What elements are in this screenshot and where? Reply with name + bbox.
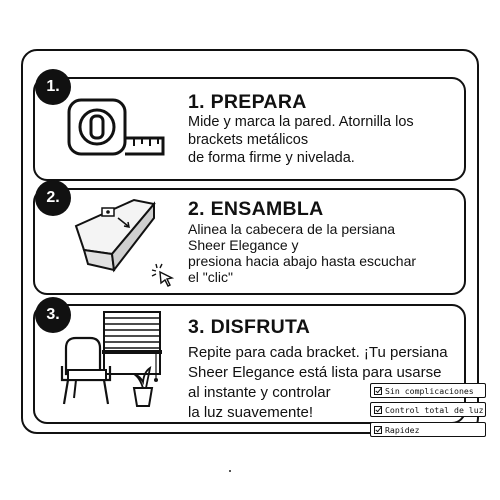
step-2-description: Alinea la cabecera de la persiana Sheer … bbox=[188, 221, 458, 285]
click-cursor-icon bbox=[151, 263, 175, 287]
step-1-title: 1. PREPARA bbox=[188, 91, 307, 113]
checkbox-checked-icon bbox=[374, 405, 382, 414]
step-3-line: la luz suavemente! bbox=[188, 404, 314, 421]
checklist-item: Control total de luz bbox=[370, 402, 486, 417]
step-3-line: al instante y controlar bbox=[188, 384, 331, 401]
step-3-title: 3. DISFRUTA bbox=[188, 316, 311, 338]
checklist-label: Sin complicaciones bbox=[385, 385, 474, 396]
step-1-line: Mide y marca la pared. Atornilla los bbox=[188, 114, 414, 130]
room-with-blind-icon bbox=[60, 311, 162, 407]
step-1-badge: 1. bbox=[35, 69, 71, 105]
bracket-headrail-icon bbox=[74, 198, 156, 273]
checkbox-checked-icon bbox=[374, 425, 382, 434]
step-1-line: de forma firme y nivelada. bbox=[188, 150, 355, 166]
step-2-badge: 2. bbox=[35, 180, 71, 216]
checkbox-checked-icon bbox=[374, 386, 382, 395]
step-2-line: presiona hacia abajo hasta escuchar bbox=[188, 253, 417, 269]
step-3-line: Sheer Elegance está lista para usarse bbox=[188, 364, 442, 381]
step-3-line: Repite para cada bracket. ¡Tu persiana bbox=[188, 344, 448, 361]
decorative-dot bbox=[229, 470, 231, 472]
step-3-description: Repite para cada bracket. ¡Tu persiana S… bbox=[188, 343, 473, 423]
step-2-line: Alinea la cabecera de la persiana bbox=[188, 221, 396, 237]
step-1-panel bbox=[33, 77, 466, 181]
checklist-label: Control total de luz bbox=[385, 404, 484, 415]
checklist-item: Rapidez bbox=[370, 422, 486, 437]
step-2-line: Sheer Elegance y bbox=[188, 237, 299, 253]
step-3-badge: 3. bbox=[35, 297, 71, 333]
checklist-label: Rapidez bbox=[385, 424, 420, 435]
step-2-title: 2. ENSAMBLA bbox=[188, 198, 324, 220]
step-1-line: brackets metálicos bbox=[188, 132, 309, 148]
measuring-tape-icon bbox=[67, 98, 165, 156]
step-2-line: el "clic" bbox=[188, 269, 233, 285]
step-1-description: Mide y marca la pared. Atornilla los bra… bbox=[188, 113, 458, 167]
checklist-item: Sin complicaciones bbox=[370, 383, 486, 398]
instructions-card bbox=[21, 49, 479, 434]
